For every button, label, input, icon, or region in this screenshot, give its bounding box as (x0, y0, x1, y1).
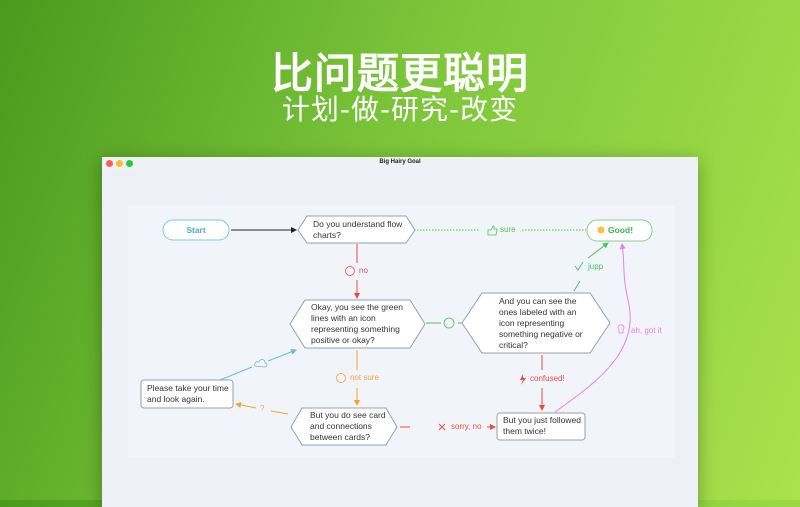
subheadline: 计划-做-研究-改变 (281, 93, 519, 126)
lightbulb-icon (617, 324, 625, 334)
minimize-button[interactable] (116, 160, 123, 167)
grin-emoji-icon (597, 226, 605, 234)
close-button[interactable] (106, 160, 113, 167)
node-q1 (297, 215, 416, 244)
window-title: Big Hairy Goal (379, 159, 421, 165)
node-start-label[interactable]: Start (186, 225, 206, 235)
edge-label-sure: sure (500, 225, 516, 234)
edge-jupp (573, 280, 581, 292)
edge-label-question: ? (260, 404, 265, 413)
node-followed (496, 412, 586, 441)
cloud-icon (254, 359, 268, 368)
edge-label-jupp: jupp (588, 262, 604, 271)
zoom-button[interactable] (126, 160, 133, 167)
edge-look-again (219, 366, 253, 381)
node-q3 (461, 292, 611, 354)
edge-question (270, 410, 289, 415)
node-q2-label[interactable]: Okay, you see the green lines with an ic… (311, 302, 403, 345)
node-good-label[interactable]: Good! (608, 225, 634, 235)
node-start (162, 219, 230, 241)
thumbs-up-icon (487, 225, 498, 236)
edge-label-sorry-no: sorry, no (451, 422, 482, 431)
node-good (586, 219, 653, 242)
headline: 比问题更聪明 (270, 49, 529, 98)
smiley-icon (443, 317, 455, 329)
edge-label-ah-got-it: ah, got it (631, 326, 662, 335)
node-q3-label[interactable]: And you can see the ones labeled with an… (499, 296, 583, 350)
neutral-face-icon (336, 373, 346, 383)
edge-ah-got-it (554, 243, 631, 413)
node-q2 (289, 299, 426, 349)
edge-label-no: no (359, 266, 368, 275)
edge-label-confused: confused! (530, 374, 565, 383)
edge-label-not-sure: not sure (350, 373, 379, 382)
node-look-again (140, 379, 234, 409)
x-icon (438, 423, 446, 431)
node-look-again-label[interactable]: Please take your time and look again. (147, 383, 229, 404)
node-q1-label[interactable]: Do you understand flow charts? (313, 219, 403, 240)
lightning-icon (520, 374, 526, 385)
check-icon (574, 261, 584, 271)
node-q4 (290, 407, 398, 446)
node-q4-label[interactable]: But you do see card and connections betw… (310, 410, 386, 442)
node-followed-label[interactable]: But you just followed them twice! (503, 415, 581, 436)
title-bar: Big Hairy Goal (102, 157, 698, 170)
sad-face-icon (345, 266, 355, 276)
